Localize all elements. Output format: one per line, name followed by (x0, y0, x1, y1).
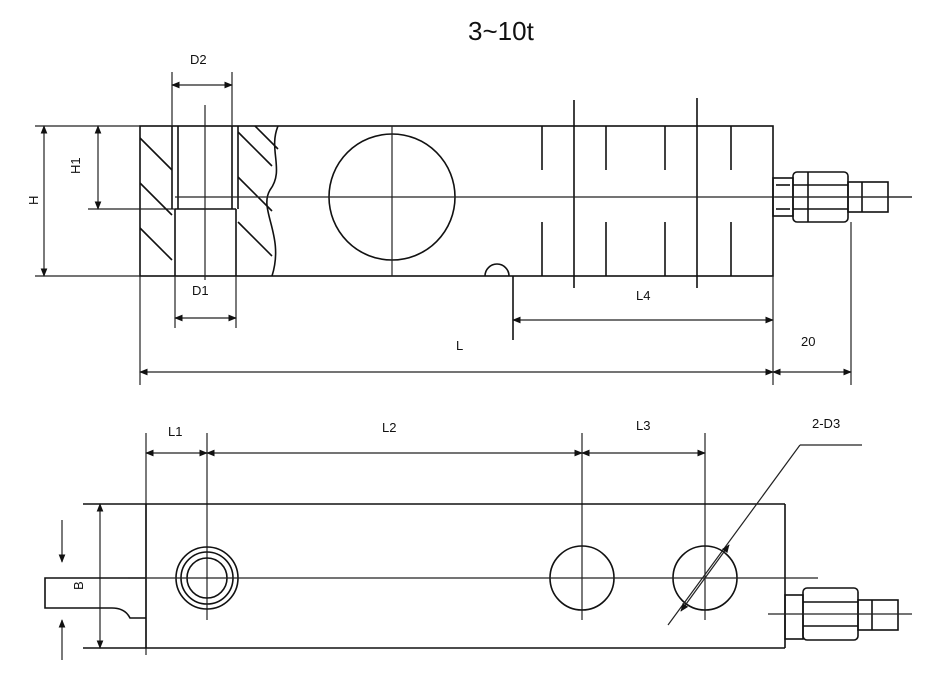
label-l4: L4 (636, 288, 650, 303)
label-d1: D1 (192, 283, 209, 298)
label-d2: D2 (190, 52, 207, 67)
label-d3: 2-D3 (812, 416, 840, 431)
label-l1: L1 (168, 424, 182, 439)
beam-body (139, 125, 774, 277)
hole-lines (541, 98, 732, 288)
cable-connector-plan (768, 587, 912, 641)
cable-connector-side (772, 171, 912, 223)
label-h1: H1 (68, 157, 83, 174)
break-line (266, 125, 279, 277)
plan-view: L1 L2 L3 B 2-D3 (44, 416, 912, 660)
label-b: B (71, 581, 86, 590)
d3-leader (667, 444, 801, 626)
label-l3: L3 (636, 418, 650, 433)
label-l: L (456, 338, 463, 353)
label-l2: L2 (382, 420, 396, 435)
side-view: D2 H1 H D1 (26, 52, 912, 385)
section-hatch (139, 125, 279, 261)
mounting-tab (44, 577, 146, 619)
notch (484, 263, 510, 277)
drawing-title: 3~10t (468, 16, 535, 46)
label-20: 20 (801, 334, 815, 349)
label-h: H (26, 196, 41, 205)
